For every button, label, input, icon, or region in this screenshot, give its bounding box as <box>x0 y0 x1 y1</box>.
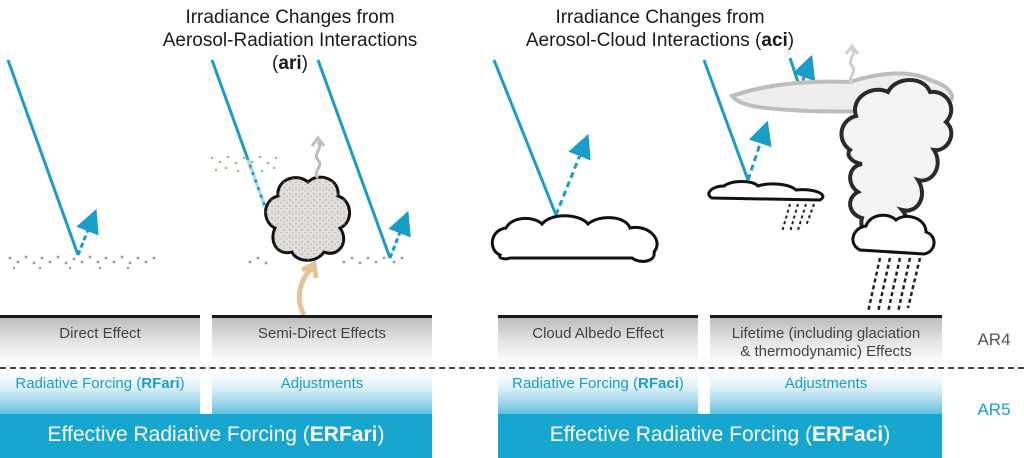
label-semi-direct-effects: Semi-Direct Effects <box>257 325 387 342</box>
label-rf-aci: Radiative Forcing (RFaci) <box>512 375 684 392</box>
bar-lifetime-effects <box>710 315 942 365</box>
aerosol-layer <box>8 255 156 270</box>
band-erf-ari <box>0 414 432 458</box>
bar-cloud-albedo-effect <box>498 315 698 365</box>
reflected-ray <box>554 133 591 216</box>
reflected-ray <box>746 120 772 181</box>
aerosol-source-arrow <box>296 266 314 317</box>
sun-ray <box>316 59 392 259</box>
label-erf-aci: Effective Radiative Forcing (ERFaci) <box>549 423 891 446</box>
reflected-ray <box>388 210 411 259</box>
title-aci: Irradiance Changes from Aerosol-Cloud In… <box>520 6 800 52</box>
sun-ray <box>6 59 80 256</box>
box-adjustments-aci <box>710 370 942 414</box>
ar4-ar5-divider <box>0 367 1024 369</box>
sun-ray <box>210 59 270 216</box>
label-direct-effect: Direct Effect <box>59 325 141 342</box>
drizzle <box>781 203 815 233</box>
label-adjustments-ari: Adjustments <box>280 375 364 392</box>
aerosol-layer <box>248 256 404 265</box>
box-rf-ari <box>0 370 200 414</box>
sun-ray <box>702 59 750 181</box>
box-rf-aci <box>498 370 698 414</box>
label-lifetime-line2: & thermodynamic) Effects <box>740 343 912 360</box>
label-rf-ari: Radiative Forcing (RFari) <box>15 375 185 392</box>
title-ari-line2: Aerosol-Radiation Interactions (ari) <box>162 30 418 74</box>
rising-heat <box>314 140 322 180</box>
sun-ray <box>492 59 558 216</box>
box-adjustments-ari <box>212 370 432 414</box>
illustration <box>6 43 954 317</box>
title-aci-line1: Irradiance Changes from <box>555 7 765 28</box>
ar4-label: AR4 <box>977 330 1011 349</box>
title-aci-line2: Aerosol-Cloud Interactions (aci) <box>525 30 795 51</box>
title-ari: Irradiance Changes from Aerosol-Radiatio… <box>150 6 430 75</box>
rising-heat <box>848 46 856 86</box>
bar-semi-direct-effects <box>212 315 432 365</box>
label-lifetime-effects: Lifetime (including glaciation & thermod… <box>710 325 942 361</box>
sun-ray-faded <box>246 159 270 216</box>
label-lifetime-line1: Lifetime (including glaciation <box>731 325 921 342</box>
reflected-ray <box>76 208 99 256</box>
label-erf-ari: Effective Radiative Forcing (ERFari) <box>47 423 385 446</box>
rain <box>866 257 922 313</box>
band-erf-aci <box>498 414 942 458</box>
lifetime-scene <box>702 43 954 313</box>
semi-direct-scene <box>210 59 411 317</box>
label-cloud-albedo-effect: Cloud Albedo Effect <box>532 325 664 342</box>
cloud-albedo-scene <box>490 59 659 263</box>
direct-effect-scene <box>6 59 156 270</box>
small-cloud <box>707 180 825 202</box>
ar5-label: AR5 <box>977 400 1011 419</box>
bright-cloud <box>490 214 659 263</box>
elevated-aerosol-layer <box>210 155 278 173</box>
label-adjustments-aci: Adjustments <box>784 375 868 392</box>
bar-direct-effect <box>0 315 200 365</box>
title-ari-line1: Irradiance Changes from <box>185 7 395 28</box>
convective-cloud <box>839 78 954 241</box>
